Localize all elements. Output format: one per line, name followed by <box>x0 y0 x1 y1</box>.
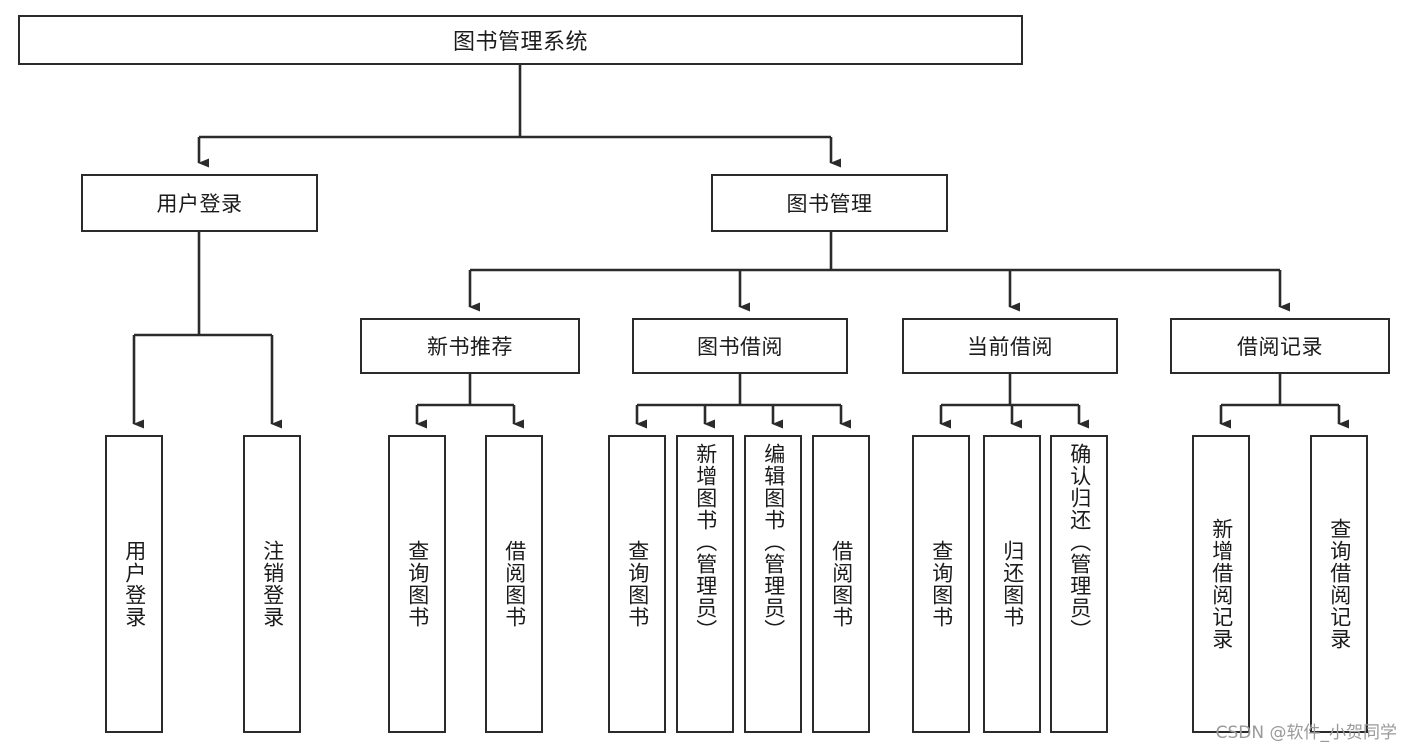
node-root[interactable]: 图书管理系统 <box>18 15 1023 65</box>
node-new-book-recommend[interactable]: 新书推荐 <box>360 318 580 374</box>
node-root-label: 图书管理系统 <box>452 30 588 55</box>
node-leaf-logout-login[interactable]: 注销登录 <box>243 435 301 733</box>
node-new-book-recommend-label: 新书推荐 <box>427 335 513 359</box>
node-leaf-return-book[interactable]: 归还图书 <box>983 435 1041 733</box>
node-leaf-borrow-book-2[interactable]: 借阅图书 <box>812 435 870 733</box>
csdn-watermark: CSDN @软件_小贺同学 <box>1215 723 1397 743</box>
node-user-login-label: 用户登录 <box>156 192 243 216</box>
node-leaf-add-borrow-record-label: 新增借阅记录 <box>1209 518 1234 650</box>
node-book-manage-label: 图书管理 <box>786 192 873 216</box>
node-leaf-logout-login-label: 注销登录 <box>260 540 285 628</box>
node-leaf-user-login-label: 用户登录 <box>122 540 147 628</box>
node-leaf-edit-book-admin-label: 编辑图书（管理员） <box>761 443 786 641</box>
node-borrow-record-label: 借阅记录 <box>1237 335 1323 359</box>
node-leaf-query-borrow-record[interactable]: 查询借阅记录 <box>1310 435 1368 733</box>
node-leaf-confirm-return-admin-label: 确认归还（管理员） <box>1067 443 1092 641</box>
node-leaf-user-login[interactable]: 用户登录 <box>105 435 163 733</box>
node-current-borrow-label: 当前借阅 <box>967 335 1053 359</box>
node-current-borrow[interactable]: 当前借阅 <box>902 318 1118 374</box>
node-user-login[interactable]: 用户登录 <box>81 174 318 232</box>
node-leaf-query-book-1[interactable]: 查询图书 <box>388 435 446 733</box>
node-leaf-edit-book-admin[interactable]: 编辑图书（管理员） <box>744 435 802 733</box>
node-leaf-confirm-return-admin[interactable]: 确认归还（管理员） <box>1050 435 1108 733</box>
node-book-borrow[interactable]: 图书借阅 <box>632 318 848 374</box>
node-leaf-return-book-label: 归还图书 <box>1000 540 1025 628</box>
node-borrow-record[interactable]: 借阅记录 <box>1170 318 1390 374</box>
node-leaf-add-book-admin[interactable]: 新增图书（管理员） <box>676 435 734 733</box>
node-leaf-add-borrow-record[interactable]: 新增借阅记录 <box>1192 435 1250 733</box>
node-leaf-add-book-admin-label: 新增图书（管理员） <box>693 443 718 641</box>
node-book-manage[interactable]: 图书管理 <box>711 174 948 232</box>
node-book-borrow-label: 图书借阅 <box>697 335 783 359</box>
node-leaf-query-book-2-label: 查询图书 <box>625 540 650 628</box>
node-leaf-borrow-book-1-label: 借阅图书 <box>502 540 527 628</box>
node-leaf-borrow-book-2-label: 借阅图书 <box>829 540 854 628</box>
node-leaf-query-book-3-label: 查询图书 <box>929 540 954 628</box>
node-leaf-query-book-2[interactable]: 查询图书 <box>608 435 666 733</box>
node-leaf-borrow-book-1[interactable]: 借阅图书 <box>485 435 543 733</box>
node-leaf-query-borrow-record-label: 查询借阅记录 <box>1327 518 1352 650</box>
node-leaf-query-book-3[interactable]: 查询图书 <box>912 435 970 733</box>
node-leaf-query-book-1-label: 查询图书 <box>405 540 430 628</box>
